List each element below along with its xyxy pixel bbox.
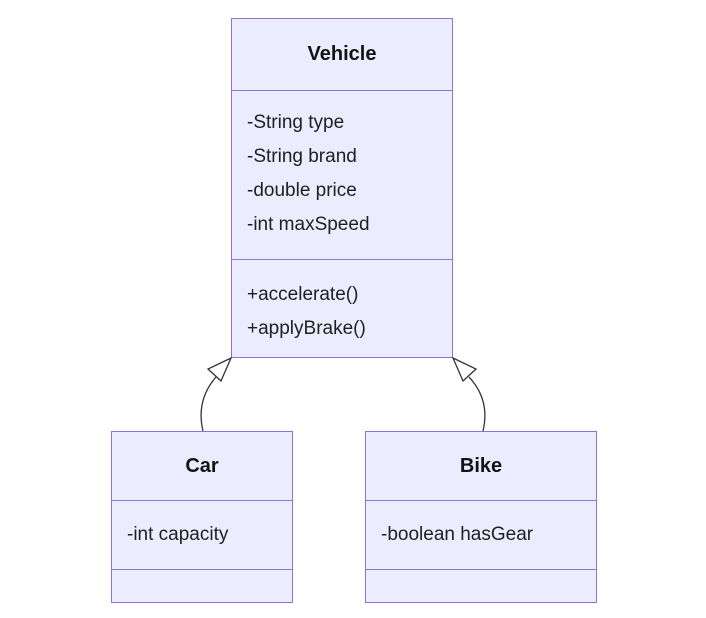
attribute-row: -double price bbox=[247, 180, 357, 201]
class-node-bike: Bike -boolean hasGear bbox=[365, 431, 597, 603]
class-node-vehicle: Vehicle -String type -String brand -doub… bbox=[231, 18, 453, 358]
class-node-car: Car -int capacity bbox=[111, 431, 293, 603]
inheritance-edge-car-to-vehicle bbox=[200, 356, 233, 432]
attribute-row: -String type bbox=[247, 112, 345, 133]
inheritance-triangle-icon bbox=[451, 356, 478, 383]
attributes-section-vehicle: -String type -String brand -double price… bbox=[232, 90, 452, 259]
methods-section-car bbox=[112, 569, 292, 602]
class-title-car: Car bbox=[185, 454, 219, 477]
attribute-row: -int capacity bbox=[127, 524, 229, 545]
class-title-vehicle: Vehicle bbox=[307, 43, 377, 65]
inheritance-triangle-icon bbox=[206, 356, 233, 383]
attribute-row: -String brand bbox=[247, 146, 357, 167]
edge-line bbox=[468, 376, 486, 432]
method-row: +accelerate() bbox=[247, 284, 359, 305]
class-title-bike: Bike bbox=[459, 454, 503, 477]
inheritance-edge-bike-to-vehicle bbox=[451, 356, 486, 432]
method-row: +applyBrake() bbox=[247, 318, 366, 339]
attributes-section-bike: -boolean hasGear bbox=[366, 500, 596, 569]
methods-section-bike bbox=[366, 569, 596, 602]
attribute-row: -boolean hasGear bbox=[381, 524, 534, 545]
attributes-section-car: -int capacity bbox=[112, 500, 292, 569]
edge-line bbox=[200, 376, 217, 432]
attribute-row: -int maxSpeed bbox=[247, 214, 370, 235]
methods-section-vehicle: +accelerate() +applyBrake() bbox=[232, 259, 452, 357]
